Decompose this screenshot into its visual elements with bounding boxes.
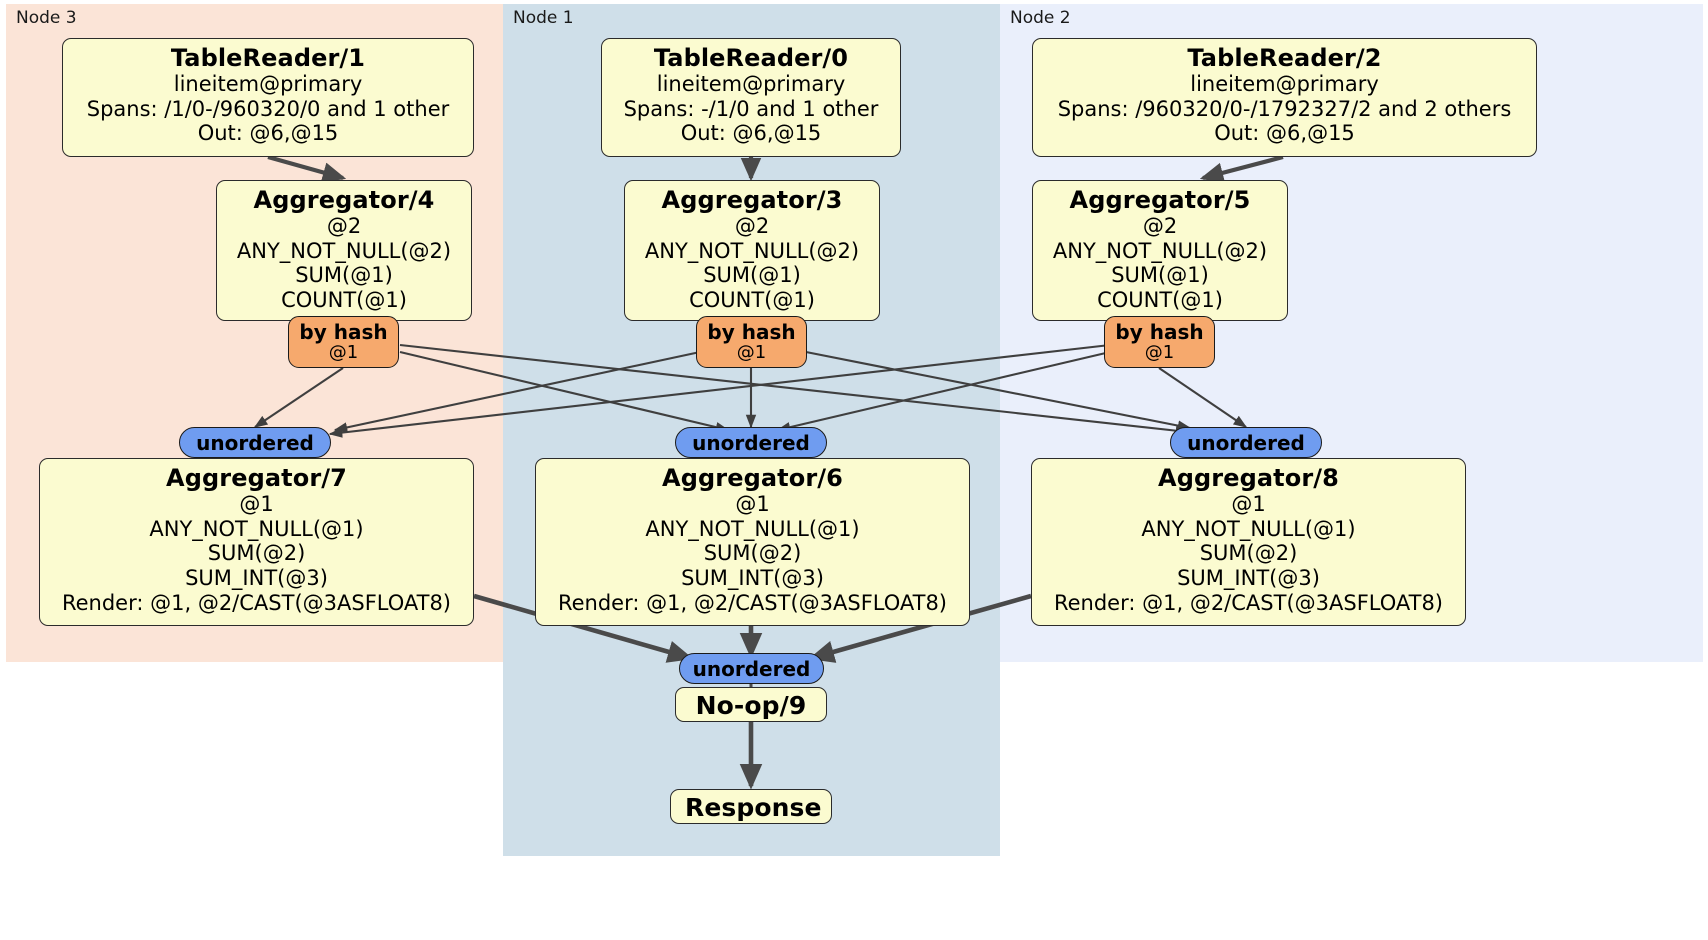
- edge-hashmid-unorderedleft: [333, 350, 701, 433]
- processor-box-aggregator7[interactable]: Aggregator/7 @1 ANY_NOT_NULL(@1) SUM(@2)…: [39, 458, 474, 626]
- box-row: COUNT(@1): [281, 288, 407, 312]
- edge-aggregator8-unorderedfinal: [808, 593, 1032, 663]
- node-panel-label-node1: Node 1: [513, 8, 574, 28]
- processor-box-tablereader1[interactable]: TableReader/1 lineitem@primary Spans: /1…: [62, 38, 474, 157]
- box-row: COUNT(@1): [689, 288, 815, 312]
- stream-label: by hash: [1115, 320, 1204, 344]
- edge-hashright-unorderedleft: [328, 343, 1111, 438]
- box-row: SUM_INT(@3): [681, 566, 824, 590]
- box-row: Spans: -/1/0 and 1 other: [623, 96, 879, 121]
- box-row: SUM_INT(@3): [185, 566, 328, 590]
- box-title: Aggregator/8: [1158, 464, 1339, 492]
- stream-router-hash-mid[interactable]: by hash @1: [696, 316, 807, 368]
- box-row: @1: [1231, 492, 1266, 517]
- box-row: Render: @1, @2/CAST(@3ASFLOAT8): [1053, 590, 1444, 615]
- box-title: Aggregator/4: [253, 186, 435, 214]
- edge-aggregator7-unorderedfinal: [473, 593, 694, 663]
- box-row: SUM(@1): [703, 263, 801, 288]
- box-title: Response: [685, 793, 822, 822]
- box-row: SUM(@2): [207, 541, 306, 566]
- box-row: @2: [734, 214, 770, 239]
- box-row: ANY_NOT_NULL(@1): [645, 516, 860, 541]
- box-row: lineitem@primary: [173, 72, 363, 97]
- processor-box-aggregator5[interactable]: Aggregator/5 @2 ANY_NOT_NULL(@2) SUM(@1)…: [1032, 180, 1288, 321]
- box-row: ANY_NOT_NULL(@1): [1141, 516, 1356, 541]
- box-row: Spans: /1/0-/960320/0 and 1 other: [86, 96, 450, 121]
- edge-tablereader2-aggregator5: [1199, 154, 1284, 183]
- box-row: COUNT(@1): [1097, 288, 1223, 312]
- edge-hashright-unorderedmid: [776, 350, 1111, 433]
- box-row: @1: [239, 492, 274, 517]
- edge-hashmid-unorderedright: [805, 350, 1192, 431]
- edge-hashleft-unorderedmid: [399, 350, 730, 433]
- box-title: No-op/9: [695, 691, 807, 720]
- stream-label: unordered: [692, 430, 810, 455]
- box-row: SUM(@2): [1199, 541, 1298, 566]
- stream-label: unordered: [1187, 430, 1305, 455]
- box-row: SUM_INT(@3): [1177, 566, 1320, 590]
- processor-box-noop9[interactable]: No-op/9: [675, 687, 827, 722]
- box-row: Render: @1, @2/CAST(@3ASFLOAT8): [61, 590, 452, 615]
- stream-receiver-unordered-left[interactable]: unordered: [179, 427, 331, 458]
- box-row: ANY_NOT_NULL(@2): [644, 238, 860, 263]
- stream-router-hash-left[interactable]: by hash @1: [288, 316, 399, 368]
- box-row: SUM(@2): [703, 541, 802, 566]
- box-title: Aggregator/5: [1069, 186, 1251, 214]
- stream-label: unordered: [196, 430, 314, 455]
- box-row: @2: [1142, 214, 1178, 239]
- box-title: Aggregator/6: [662, 464, 843, 492]
- stream-receiver-unordered-right[interactable]: unordered: [1170, 427, 1322, 458]
- edge-hashleft-unorderedright: [399, 343, 1190, 436]
- processor-box-aggregator6[interactable]: Aggregator/6 @1 ANY_NOT_NULL(@1) SUM(@2)…: [535, 458, 970, 626]
- box-row: lineitem@primary: [656, 72, 846, 97]
- edge-hashleft-unorderedleft: [253, 367, 344, 428]
- box-row: ANY_NOT_NULL(@1): [149, 516, 364, 541]
- box-row: @1: [735, 492, 770, 517]
- edge-tablereader1-aggregator4: [267, 154, 347, 183]
- stream-label: by hash: [707, 320, 796, 344]
- box-row: ANY_NOT_NULL(@2): [236, 238, 452, 263]
- edge-hashright-unorderedright: [1158, 367, 1248, 428]
- box-row: SUM(@1): [1111, 263, 1209, 288]
- box-row: Render: @1, @2/CAST(@3ASFLOAT8): [557, 590, 948, 615]
- node-panel-label-node3: Node 3: [16, 8, 77, 28]
- stream-router-hash-right[interactable]: by hash @1: [1104, 316, 1215, 368]
- box-title: TableReader/1: [170, 44, 366, 72]
- stream-label: unordered: [692, 656, 811, 681]
- box-row: @2: [326, 214, 362, 239]
- box-row: Out: @6,@15: [197, 121, 339, 146]
- box-row: lineitem@primary: [1190, 72, 1379, 97]
- stream-label: by hash: [299, 320, 388, 344]
- stream-sublabel: @1: [1144, 342, 1175, 363]
- processor-box-aggregator8[interactable]: Aggregator/8 @1 ANY_NOT_NULL(@1) SUM(@2)…: [1031, 458, 1466, 626]
- stream-receiver-unordered-mid[interactable]: unordered: [675, 427, 827, 458]
- box-row: SUM(@1): [295, 263, 393, 288]
- box-title: Aggregator/3: [661, 186, 843, 214]
- box-title: Aggregator/7: [166, 464, 347, 492]
- processor-box-aggregator3[interactable]: Aggregator/3 @2 ANY_NOT_NULL(@2) SUM(@1)…: [624, 180, 880, 321]
- box-row: ANY_NOT_NULL(@2): [1052, 238, 1268, 263]
- stream-sublabel: @1: [328, 342, 359, 363]
- stream-sublabel: @1: [736, 342, 767, 363]
- processor-box-tablereader2[interactable]: TableReader/2 lineitem@primary Spans: /9…: [1032, 38, 1537, 157]
- box-row: Out: @6,@15: [680, 121, 822, 146]
- processor-box-tablereader0[interactable]: TableReader/0 lineitem@primary Spans: -/…: [601, 38, 901, 157]
- box-title: TableReader/2: [1187, 44, 1382, 72]
- processor-box-response[interactable]: Response: [670, 789, 832, 824]
- box-title: TableReader/0: [653, 44, 849, 72]
- processor-box-aggregator4[interactable]: Aggregator/4 @2 ANY_NOT_NULL(@2) SUM(@1)…: [216, 180, 472, 321]
- stream-receiver-unordered-final[interactable]: unordered: [679, 653, 824, 684]
- node-panel-label-node2: Node 2: [1010, 8, 1071, 28]
- box-row: Spans: /960320/0-/1792327/2 and 2 others: [1057, 96, 1512, 121]
- box-row: Out: @6,@15: [1214, 121, 1355, 146]
